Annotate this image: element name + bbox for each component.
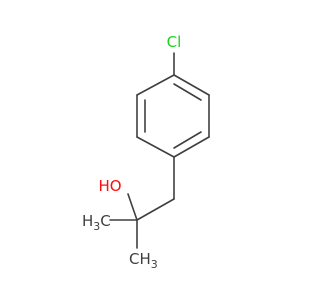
bond-c6-c1 (136, 74, 175, 96)
aromatic-inner-bond-1 (173, 83, 202, 101)
bond-c1-c2 (173, 74, 210, 96)
chlorine-label: Cl (167, 33, 182, 51)
methyl-bottom-subscript: 3 (151, 258, 158, 271)
methyl-left-c: C (100, 212, 110, 230)
hydroxyl-label: HO (98, 177, 121, 195)
methyl-bottom-ch: CH (129, 250, 151, 268)
bond-c3-c4 (173, 136, 210, 158)
molecule-diagram: Cl HO H3C CH3 (82, 33, 210, 271)
methyl-left-subscript: 3 (93, 220, 100, 233)
bond-c4-c5 (136, 136, 175, 158)
aromatic-inner-bond-2 (173, 131, 202, 149)
methyl-left-label: H3C (82, 212, 111, 233)
methyl-bottom-label: CH3 (129, 250, 158, 271)
bond-ch2-quaternary-c (136, 198, 175, 221)
bond-c-oh (127, 193, 138, 221)
methyl-left-h: H (82, 212, 93, 230)
